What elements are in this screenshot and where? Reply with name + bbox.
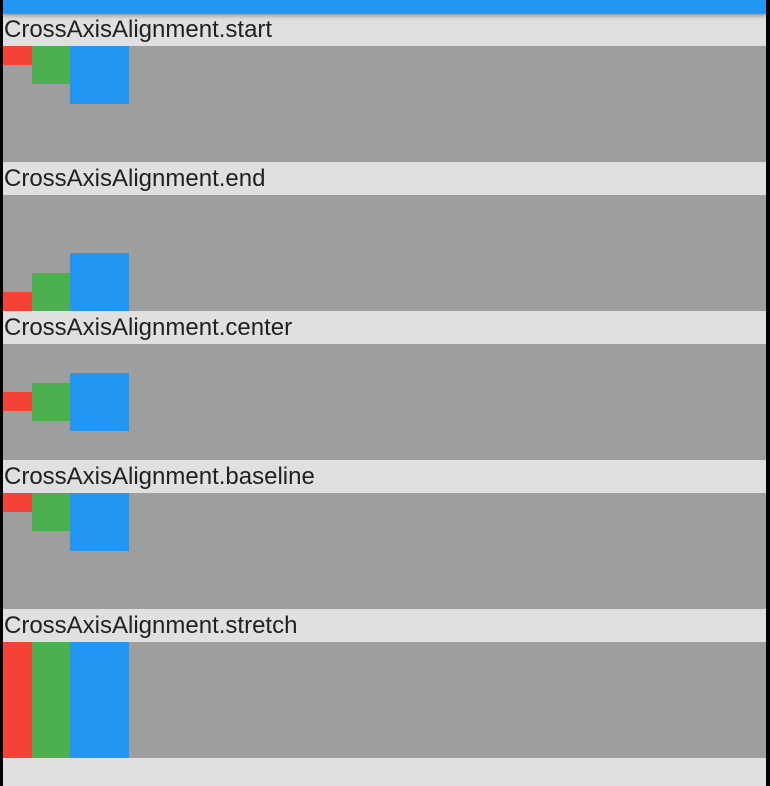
- section-center: CrossAxisAlignment.center: [3, 312, 766, 460]
- alignment-row: [3, 195, 766, 311]
- green-box: [32, 46, 70, 84]
- alignment-row: [3, 344, 766, 460]
- section-start: CrossAxisAlignment.start: [3, 14, 766, 162]
- section-label: CrossAxisAlignment.start: [4, 16, 273, 43]
- green-box: [32, 642, 70, 758]
- blue-box: [70, 46, 129, 104]
- red-box: [3, 292, 32, 311]
- alignment-row: [3, 642, 766, 758]
- section-label: CrossAxisAlignment.end: [4, 165, 266, 192]
- blue-box: [70, 253, 129, 311]
- green-box: [32, 383, 70, 421]
- green-box: [32, 493, 70, 531]
- app-bar: [3, 0, 766, 14]
- alignment-row: [3, 493, 766, 609]
- alignment-row: [3, 46, 766, 162]
- section-stretch: CrossAxisAlignment.stretch: [3, 610, 766, 758]
- section-end: CrossAxisAlignment.end: [3, 163, 766, 311]
- green-box: [32, 273, 70, 311]
- section-baseline: CrossAxisAlignment.baseline: [3, 461, 766, 609]
- section-label: CrossAxisAlignment.stretch: [4, 612, 298, 639]
- blue-box: [70, 373, 129, 431]
- screen: CrossAxisAlignment.start CrossAxisAlignm…: [3, 0, 766, 786]
- blue-box: [70, 493, 129, 551]
- red-box: [3, 493, 32, 512]
- red-box: [3, 392, 32, 411]
- red-box: [3, 46, 32, 65]
- section-label: CrossAxisAlignment.baseline: [4, 463, 315, 490]
- red-box: [3, 642, 32, 758]
- section-label: CrossAxisAlignment.center: [4, 314, 293, 341]
- blue-box: [70, 642, 129, 758]
